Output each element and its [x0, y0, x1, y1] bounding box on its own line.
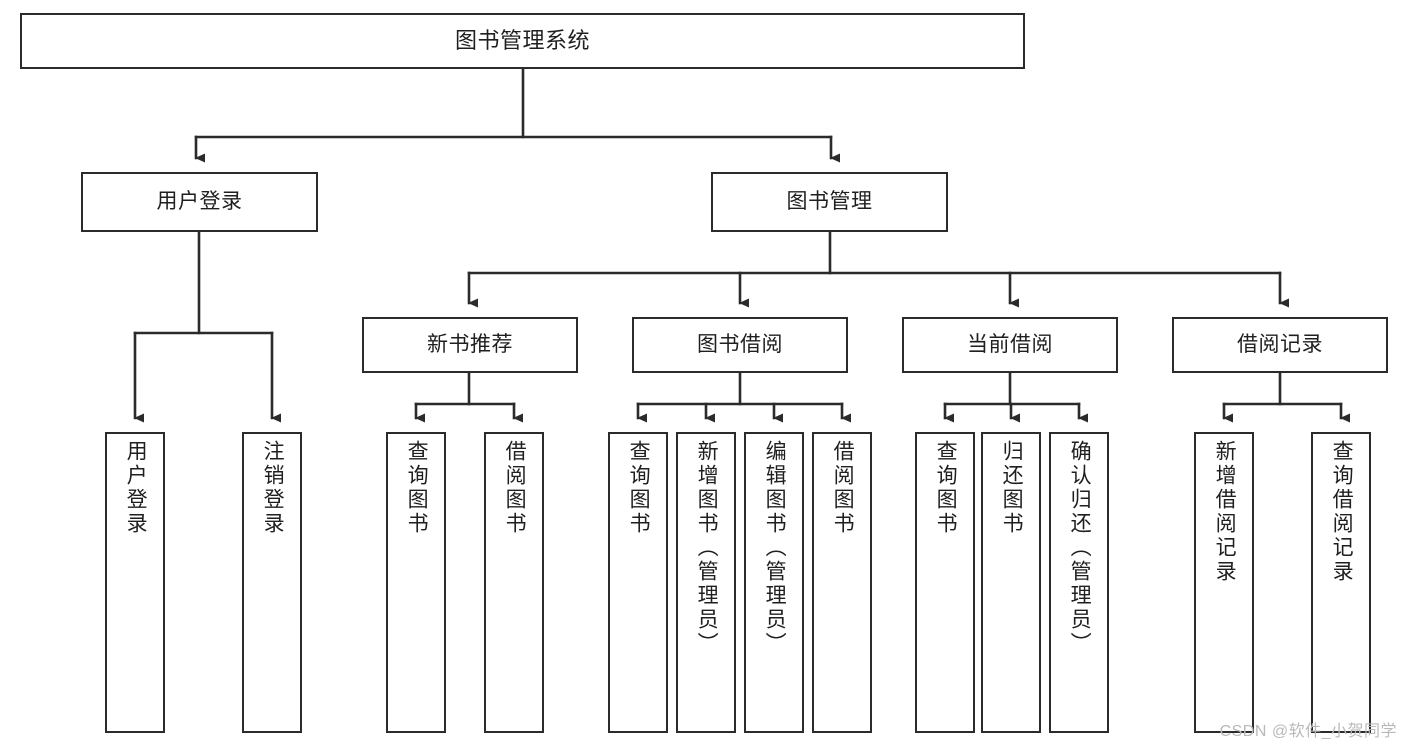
- node-label: 借阅图书: [503, 440, 527, 536]
- node-label: 查询图书: [934, 440, 958, 536]
- node-current-borrow[interactable]: 当前借阅: [902, 317, 1118, 373]
- leaf-user-login-logout[interactable]: 注销登录: [242, 432, 302, 733]
- node-label: 图书管理系统: [454, 28, 590, 54]
- node-label: 当前借阅: [967, 332, 1053, 356]
- csdn-watermark: CSDN @软件_小贺同学: [1219, 723, 1397, 740]
- node-label: 图书管理: [786, 189, 873, 213]
- node-root-book-management-system[interactable]: 图书管理系统: [20, 13, 1025, 69]
- node-label: 查询图书: [627, 440, 651, 536]
- node-label: 编辑图书（管理员）: [763, 440, 787, 656]
- node-user-login[interactable]: 用户登录: [81, 172, 318, 232]
- node-label: 用户登录: [156, 189, 243, 213]
- leaf-new-book-query[interactable]: 查询图书: [386, 432, 446, 733]
- leaf-current-confirm-return-admin[interactable]: 确认归还（管理员）: [1049, 432, 1109, 733]
- node-borrow-record[interactable]: 借阅记录: [1172, 317, 1388, 373]
- node-label: 新书推荐: [427, 332, 513, 356]
- leaf-user-login-login[interactable]: 用户登录: [105, 432, 165, 733]
- leaf-current-return-book[interactable]: 归还图书: [981, 432, 1041, 733]
- node-label: 新增借阅记录: [1213, 440, 1237, 584]
- leaf-borrow-borrow-book[interactable]: 借阅图书: [812, 432, 872, 733]
- node-label: 用户登录: [124, 440, 148, 536]
- node-new-book-recommend[interactable]: 新书推荐: [362, 317, 578, 373]
- node-label: 新增图书（管理员）: [695, 440, 719, 656]
- leaf-record-add-record[interactable]: 新增借阅记录: [1194, 432, 1254, 733]
- leaf-borrow-query-book[interactable]: 查询图书: [608, 432, 668, 733]
- node-label: 查询图书: [405, 440, 429, 536]
- leaf-borrow-add-book-admin[interactable]: 新增图书（管理员）: [676, 432, 736, 733]
- node-book-borrow[interactable]: 图书借阅: [632, 317, 848, 373]
- node-label: 查询借阅记录: [1330, 440, 1354, 584]
- leaf-current-query-book[interactable]: 查询图书: [915, 432, 975, 733]
- leaf-borrow-edit-book-admin[interactable]: 编辑图书（管理员）: [744, 432, 804, 733]
- node-label: 归还图书: [1000, 440, 1024, 536]
- node-label: 图书借阅: [697, 332, 783, 356]
- leaf-record-query-record[interactable]: 查询借阅记录: [1311, 432, 1371, 733]
- node-label: 确认归还（管理员）: [1068, 440, 1092, 656]
- node-label: 借阅记录: [1237, 332, 1323, 356]
- leaf-new-book-borrow[interactable]: 借阅图书: [484, 432, 544, 733]
- node-label: 借阅图书: [831, 440, 855, 536]
- node-label: 注销登录: [261, 440, 285, 536]
- node-book-management[interactable]: 图书管理: [711, 172, 948, 232]
